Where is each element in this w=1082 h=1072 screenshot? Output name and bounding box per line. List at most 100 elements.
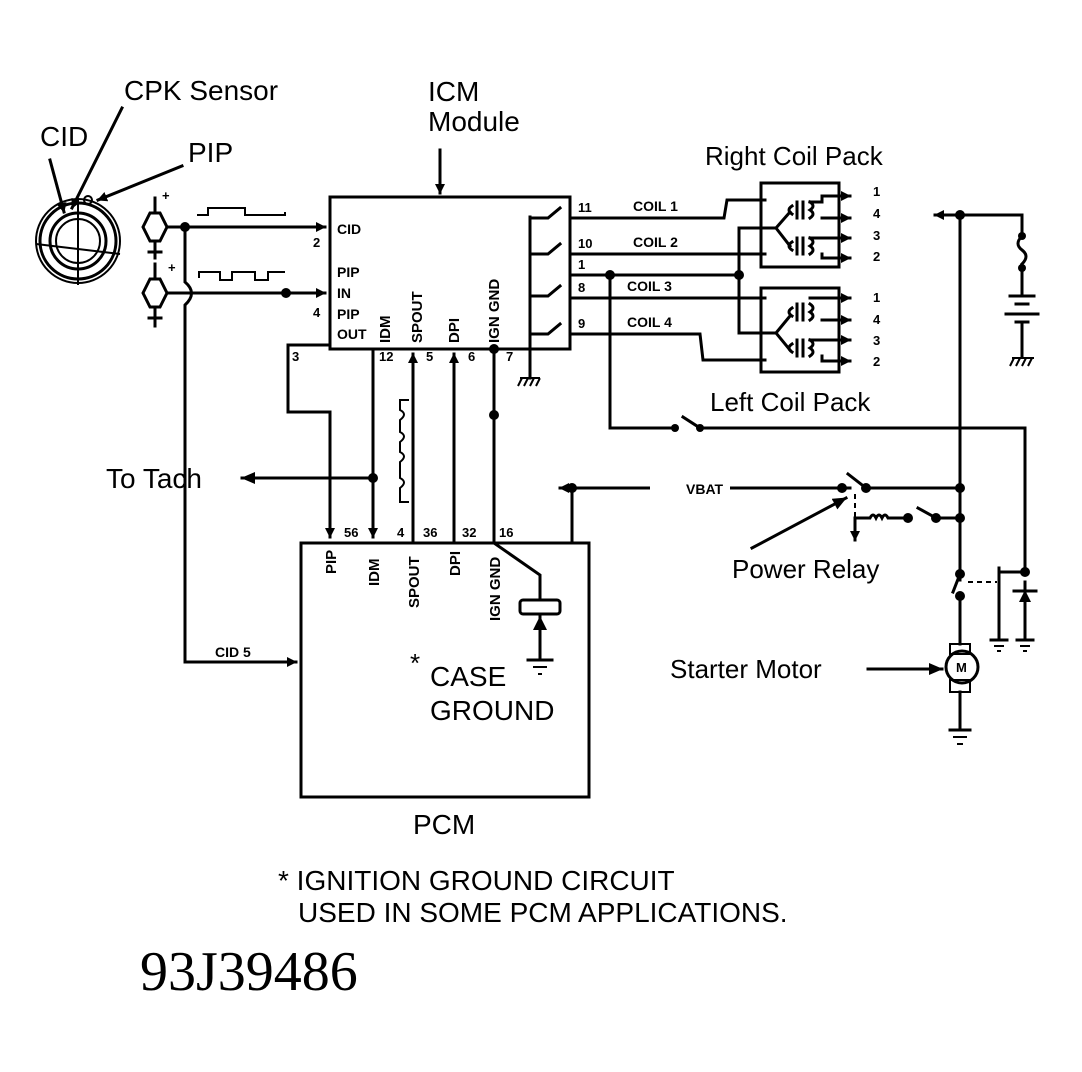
pcm-spout-label: SPOUT (406, 556, 423, 608)
to-tach-label: To Tach (106, 463, 202, 494)
icm-pip-out-label-1: PIP (337, 306, 360, 322)
ignition-switch-wire (608, 273, 677, 430)
icm-dpi-pin: 6 (468, 349, 475, 364)
icm-cid-label: CID (337, 221, 361, 237)
icm-pin-8: 8 (578, 280, 585, 295)
power-relay-label: Power Relay (732, 554, 879, 584)
icm-pip-out-pin: 3 (292, 349, 299, 364)
pcm-idm-label: IDM (366, 559, 383, 587)
right-coil-out-3: 3 (873, 228, 880, 243)
cid-label: CID (40, 121, 88, 152)
cid-hall-element-icon (141, 196, 169, 260)
pip-out-wire (286, 343, 335, 539)
icm-pip-in-label-1: PIP (337, 264, 360, 280)
chassis-ground-icon (1009, 357, 1034, 367)
fuse-icon (1016, 233, 1028, 267)
pcm-idm-pin: 4 (397, 525, 405, 540)
figure-code: 93J39486 (140, 941, 358, 1003)
pip-callout-arrow (96, 164, 184, 202)
icm-title-line1: ICM (428, 76, 479, 107)
icm-ign-gnd-label: IGN GND (486, 279, 503, 343)
case-ground-label-2: GROUND (430, 695, 554, 726)
left-coil-pack (759, 286, 852, 374)
pcm-dpi-label: DPI (447, 551, 464, 576)
power-relay-coil-icon (853, 513, 910, 522)
left-coil-pack-label: Left Coil Pack (710, 387, 871, 417)
icm-ign-gnd-pin: 7 (506, 349, 513, 364)
right-coil-pack-label: Right Coil Pack (705, 141, 884, 171)
ground-icon (526, 658, 554, 675)
icm-module-box (328, 195, 572, 351)
coil4-wire (570, 332, 767, 362)
coil2-signal-label: COIL 2 (633, 234, 678, 250)
power-relay-callout-arrow (749, 495, 849, 551)
starter-solenoid-switch-icon (951, 572, 962, 594)
coil3-signal-label: COIL 3 (627, 278, 672, 294)
footnote-line2: USED IN SOME PCM APPLICATIONS. (298, 897, 788, 928)
case-ground-star: * (410, 648, 420, 678)
case-ground-label-1: CASE (430, 661, 506, 692)
left-coil-out-4: 4 (873, 312, 881, 327)
spout-waveform (399, 399, 409, 503)
coil1-wire (570, 198, 767, 220)
pcm-ign-gnd-pin: 16 (499, 525, 513, 540)
ground-icon (1015, 638, 1035, 652)
icm-idm-label: IDM (377, 316, 394, 344)
pcm-pip-pin: 56 (344, 525, 358, 540)
coil-winding-icon (787, 301, 815, 359)
left-coil-out-2: 2 (873, 354, 880, 369)
icm-pin-9: 9 (578, 316, 585, 331)
icm-driver-switches-icon (517, 205, 563, 387)
coil4-signal-label: COIL 4 (627, 314, 672, 330)
case-ground-terminal-icon (518, 598, 562, 616)
icm-pin-11: 11 (578, 200, 592, 215)
starter-motor-label: Starter Motor (670, 654, 822, 684)
motor-symbol-label: M (956, 660, 967, 675)
pcm-dpi-pin: 32 (462, 525, 476, 540)
icm-dpi-label: DPI (446, 318, 463, 343)
icm-title-line2: Module (428, 106, 520, 137)
coil-winding-icon (787, 199, 815, 257)
right-coil-out-1: 1 (873, 184, 880, 199)
left-coil-out-3: 3 (873, 333, 880, 348)
icm-pip-in-label-2: IN (337, 285, 351, 301)
cpk-callout-arrow (69, 105, 125, 211)
pcm-pip-label: PIP (323, 550, 340, 574)
cpk-sensor-label: CPK Sensor (124, 75, 278, 106)
right-coil-out-2: 2 (873, 249, 880, 264)
case-ground-wire (491, 540, 542, 602)
pip-waveform (198, 271, 285, 281)
right-coil-pack (759, 181, 852, 269)
icm-pin-1: 1 (578, 257, 585, 272)
pcm-label: PCM (413, 809, 475, 840)
battery-icon (1004, 266, 1040, 358)
cid-callout-arrow (48, 158, 67, 214)
icm-cid-pin: 2 (313, 235, 320, 250)
coil1-signal-label: COIL 1 (633, 198, 678, 214)
ground-icon (948, 728, 972, 745)
right-coil-out-4: 4 (873, 206, 881, 221)
pcm-box (299, 541, 591, 799)
pcm-spout-pin: 36 (423, 525, 437, 540)
pcm-cid-pin-label: CID 5 (215, 644, 251, 660)
pcm-ign-gnd-label: IGN GND (487, 557, 504, 621)
footnote-line1: * IGNITION GROUND CIRCUIT (278, 865, 675, 896)
pip-polarity: + (168, 260, 176, 275)
icm-spout-label: SPOUT (409, 291, 426, 343)
starter-motor-icon: M (944, 643, 980, 693)
pip-hall-element-icon (141, 262, 169, 328)
icm-spout-pin: 5 (426, 349, 433, 364)
icm-pip-in-pin: 4 (313, 305, 321, 320)
cid-polarity: + (162, 188, 170, 203)
cpk-sensor-icon (35, 195, 121, 285)
coil-pack-feed (737, 226, 777, 335)
left-coil-out-1: 1 (873, 290, 880, 305)
icm-pip-out-label-2: OUT (337, 326, 367, 342)
ground-icon (989, 638, 1009, 652)
cid-to-pcm-wire (183, 225, 298, 667)
cid-waveform (197, 207, 286, 216)
pip-label: PIP (188, 137, 233, 168)
vbat-label: VBAT (686, 481, 724, 497)
